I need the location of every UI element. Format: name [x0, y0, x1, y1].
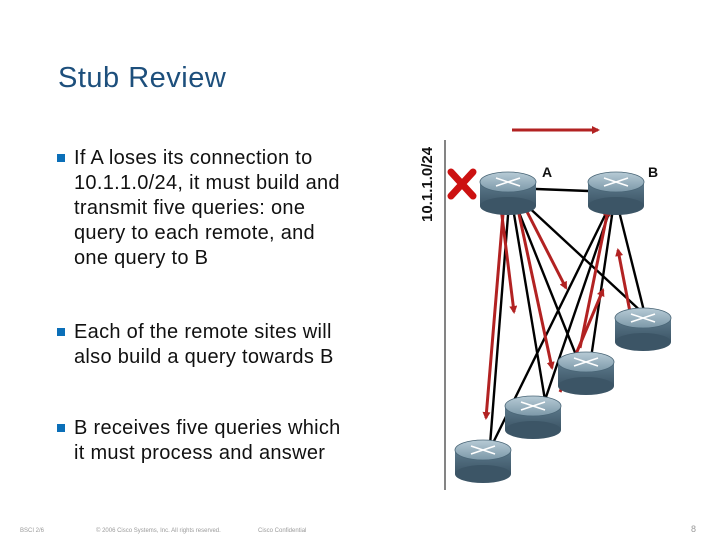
bullet-3: B receives five queries which it must pr… [57, 416, 354, 466]
footer-copyright: © 2006 Cisco Systems, Inc. All rights re… [96, 528, 221, 534]
router-a-label: A [542, 164, 552, 180]
red-x-icon [447, 168, 477, 200]
router-remote-2 [557, 351, 615, 395]
bullet-1-text: If A loses its connection to 10.1.1.0/24… [74, 147, 340, 269]
router-b-label: B [648, 164, 658, 180]
query-arrow-r2-b [578, 208, 611, 349]
bullet-2-text: Each of the remote sites will also build… [74, 321, 334, 368]
bullet-1: If A loses its connection to 10.1.1.0/24… [57, 146, 354, 271]
router-remote-1 [614, 307, 672, 351]
query-arrow-a-r3 [498, 199, 518, 314]
link-a-r1 [509, 189, 646, 316]
bullet-square-icon [57, 328, 65, 336]
router-remote-3 [504, 395, 562, 439]
query-arrow-r1-b [615, 248, 632, 313]
bullet-square-icon [57, 154, 65, 162]
slide-title: Stub Review [58, 62, 227, 94]
router-b [587, 171, 645, 215]
link-b-r1 [613, 194, 647, 316]
link-a-r4 [488, 189, 512, 446]
link-b-r2 [588, 194, 617, 366]
query-arrow-a-r2 [514, 199, 555, 370]
footer-course: BSCI 2/6 [20, 528, 45, 534]
link-a-r3 [508, 189, 547, 401]
footer-page-number: 8 [690, 524, 696, 534]
bullet-square-icon [57, 424, 65, 432]
bullet-3-text: B receives five queries which it must pr… [74, 417, 341, 464]
bullet-2: Each of the remote sites will also build… [57, 320, 354, 370]
network-label: 10.1.1.0/24 [419, 146, 436, 222]
query-arrow-a-r4 [482, 201, 506, 420]
link-a-r2 [508, 189, 582, 366]
router-remote-4 [454, 439, 512, 483]
query-arrow-a-r1 [518, 197, 568, 290]
footer-confidential: Cisco Confidential [258, 528, 307, 534]
router-a [479, 171, 537, 215]
